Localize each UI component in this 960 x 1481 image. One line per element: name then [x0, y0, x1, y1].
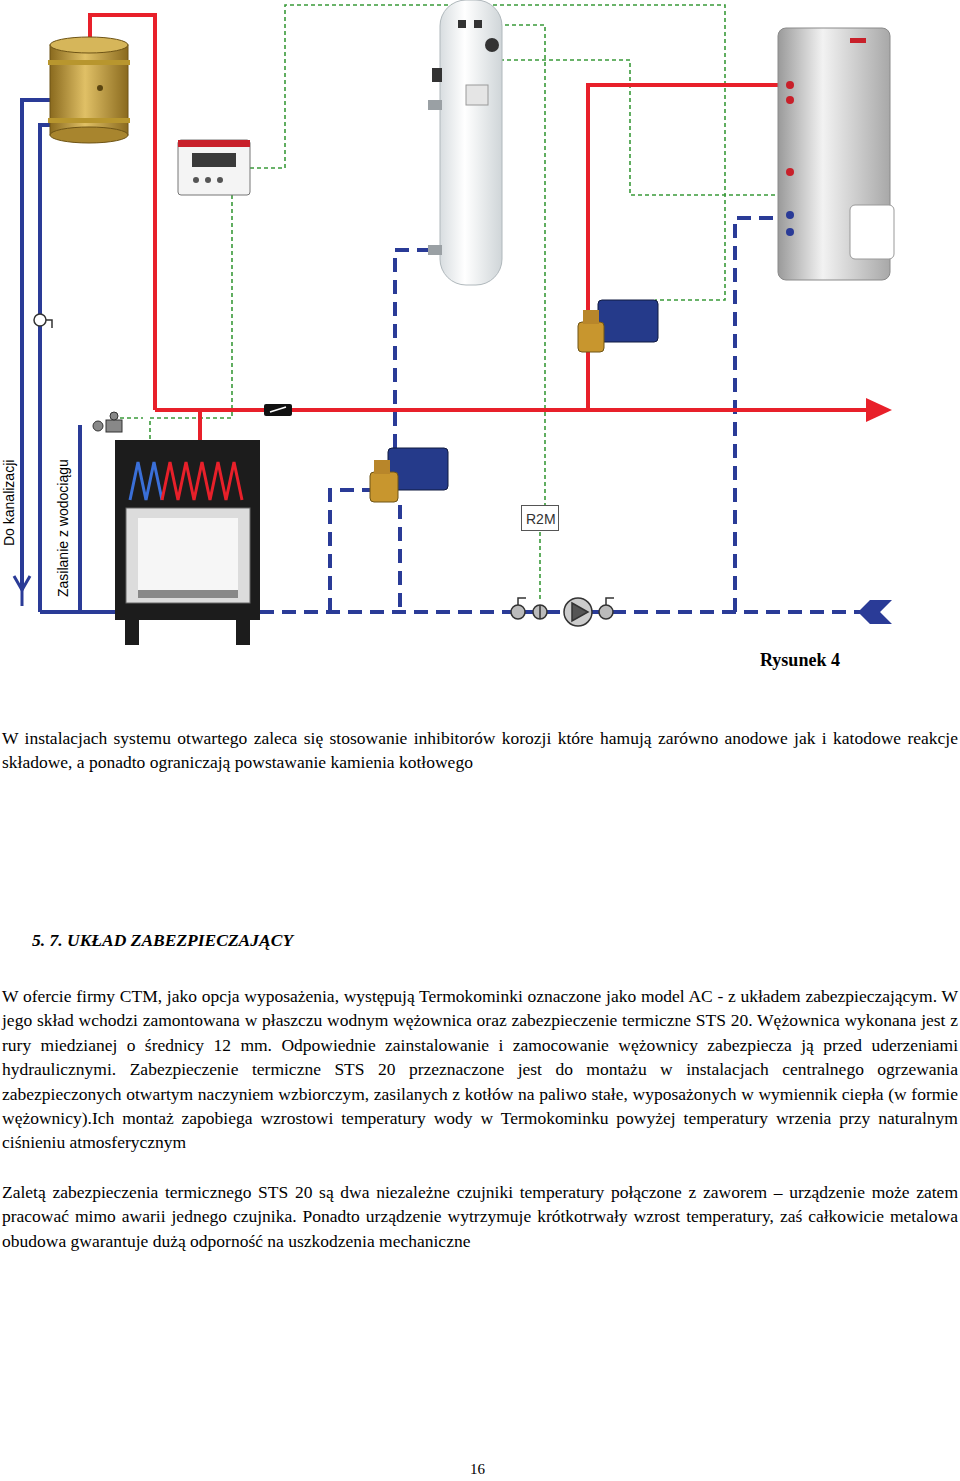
- expansion-tank: [50, 37, 128, 53]
- storage-cylinder: [786, 96, 794, 104]
- body-paragraph: W ofercie firmy CTM, jako opcja wyposaże…: [2, 984, 958, 1155]
- pump-group: [606, 598, 614, 605]
- drain-symbol: [14, 576, 30, 606]
- water-heater: [474, 20, 482, 28]
- zone-valve: [583, 310, 599, 324]
- water-pipe: [40, 125, 52, 612]
- zone-valve: [578, 300, 658, 352]
- fireplace: [162, 462, 242, 500]
- return-pipe: [260, 218, 870, 612]
- return-pipe: [735, 218, 780, 612]
- thermal-valve: [93, 421, 103, 431]
- water-pipe: [22, 100, 115, 612]
- expansion-tank: [48, 118, 130, 123]
- device-label: R2M: [526, 510, 556, 528]
- zone-valve: [598, 300, 658, 342]
- water-heater: [428, 245, 442, 255]
- pump-group: [599, 605, 613, 619]
- storage-cylinder: [786, 211, 794, 219]
- water-heater: [428, 0, 502, 285]
- controller: [178, 140, 250, 195]
- pump-group: [533, 605, 547, 619]
- storage-cylinder: [850, 205, 894, 259]
- zone-valve: [370, 448, 448, 502]
- fireplace: [138, 590, 238, 598]
- supply-pipe: [588, 85, 778, 410]
- pump-group: [518, 598, 526, 605]
- controller: [192, 153, 236, 167]
- supply-pipe: [200, 410, 870, 440]
- water-heater: [458, 20, 466, 28]
- expansion-tank: [50, 127, 128, 143]
- figure-caption: Rysunek 4: [760, 649, 840, 671]
- storage-cylinder: [786, 81, 794, 89]
- vertical-label: Zasilanie z wodociągu: [55, 459, 72, 597]
- control-wire: [120, 417, 143, 419]
- thermometer-symbol: [264, 404, 292, 416]
- return-pipe: [330, 490, 372, 612]
- controller: [193, 177, 199, 183]
- pump-group: [572, 603, 588, 621]
- body-paragraph: Zaletą zabezpieczenia termicznego STS 20…: [2, 1180, 958, 1253]
- zone-valve: [374, 460, 390, 474]
- return-arrow: [858, 600, 892, 624]
- page-number: 16: [470, 1460, 485, 1478]
- water-pipe: [40, 610, 115, 614]
- gauge-symbol: [34, 314, 52, 328]
- storage-cylinder: [850, 38, 866, 43]
- storage-cylinder: [778, 28, 894, 280]
- fireplace: [126, 508, 250, 603]
- thermal-valve: [110, 412, 118, 420]
- storage-cylinder: [786, 228, 794, 236]
- fireplace: [115, 440, 260, 645]
- water-heater: [466, 85, 488, 105]
- water-heater: [432, 68, 442, 82]
- water-pipe: [78, 425, 82, 612]
- pump-group: [539, 605, 541, 619]
- expansion-tank: [97, 85, 103, 91]
- return-pipe: [395, 250, 440, 470]
- zone-valve: [370, 472, 398, 502]
- controller: [205, 177, 211, 183]
- drain-symbol: [21, 590, 24, 606]
- thermometer-symbol: [264, 404, 292, 416]
- gauge-symbol: [46, 320, 52, 328]
- control-wire: [539, 532, 541, 600]
- fireplace: [138, 518, 238, 590]
- fireplace: [115, 440, 260, 620]
- fireplace: [130, 462, 162, 500]
- thermal-valve: [93, 412, 122, 432]
- thermometer-symbol: [270, 407, 286, 412]
- water-pipe: [22, 100, 52, 590]
- water-heater: [485, 38, 499, 52]
- supply-arrow: [866, 398, 892, 422]
- control-wire: [150, 195, 232, 445]
- expansion-tank: [48, 37, 130, 143]
- control-wire: [500, 60, 790, 195]
- drain-symbol: [14, 576, 30, 590]
- gauge-symbol: [34, 314, 46, 326]
- section-heading: 5. 7. UKŁAD ZABEZPIECZAJĄCY: [32, 930, 293, 951]
- vertical-label: Do kanalizacji: [1, 460, 18, 546]
- expansion-tank: [48, 60, 130, 65]
- zone-valve: [578, 322, 604, 352]
- controller: [178, 140, 250, 147]
- controller: [178, 140, 250, 195]
- fireplace: [125, 620, 139, 645]
- thermal-valve: [106, 420, 122, 432]
- pump-group: [564, 598, 592, 626]
- water-heater: [428, 100, 442, 110]
- installation-illustration: [0, 0, 960, 680]
- water-heater: [440, 0, 502, 285]
- return-pipe: [398, 505, 402, 612]
- supply-pipe: [155, 408, 200, 412]
- device-box: R2M: [521, 505, 559, 531]
- storage-cylinder: [786, 168, 794, 176]
- body-paragraph: W instalacjach systemu otwartego zaleca …: [2, 726, 958, 774]
- controller: [217, 177, 223, 183]
- fireplace: [236, 620, 250, 645]
- pump-group: [511, 605, 525, 619]
- pump-group: [511, 598, 614, 626]
